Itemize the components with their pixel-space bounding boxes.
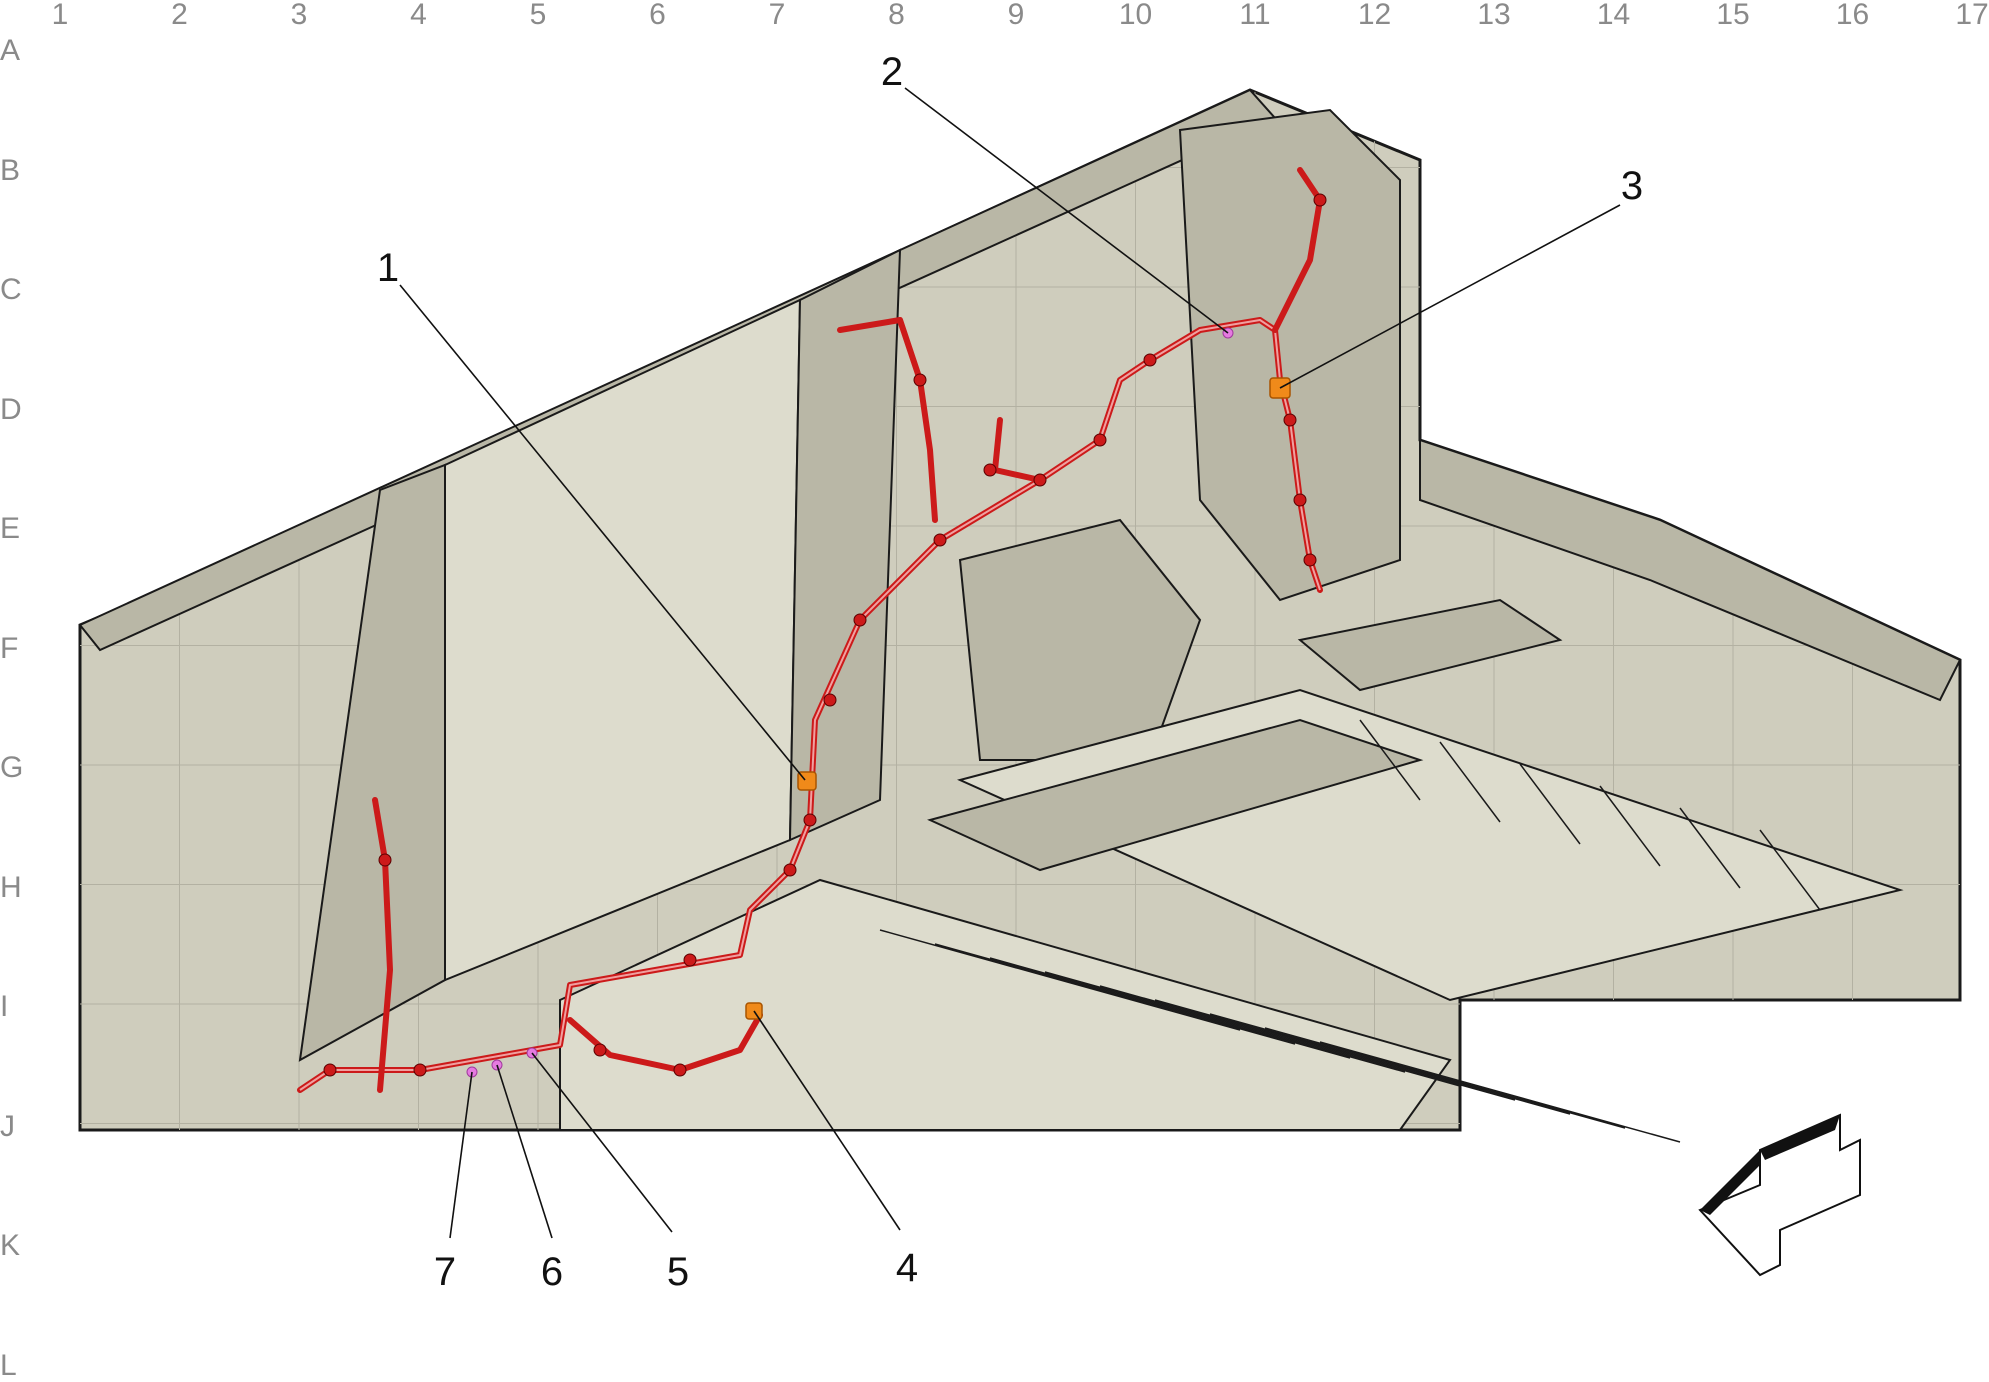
direction-arrow-icon <box>1698 1113 1861 1277</box>
harness-clip <box>1303 553 1317 567</box>
floor-rib <box>1759 829 1821 911</box>
harness-clip <box>1313 193 1327 207</box>
leader-4 <box>753 1010 901 1231</box>
column-label: 4 <box>410 0 427 31</box>
row-label: B <box>0 153 21 187</box>
callout-6: 6 <box>540 1250 564 1294</box>
column-label: 3 <box>290 0 308 31</box>
harness-clip <box>783 863 797 877</box>
column-label: 1 <box>51 0 69 31</box>
floor-rib <box>1209 1013 1571 1115</box>
rear-tower <box>1178 108 1401 602</box>
column-label: 17 <box>1955 0 1989 31</box>
column-label: 9 <box>1007 0 1025 31</box>
leader-2 <box>904 87 1229 334</box>
floor-rib <box>1099 985 1461 1087</box>
harness-clip <box>323 1063 337 1077</box>
cross-member <box>927 718 1424 872</box>
column-label: 5 <box>529 0 547 31</box>
leader-7 <box>449 1071 473 1239</box>
callout-3: 3 <box>1620 164 1644 208</box>
callout-5: 5 <box>666 1250 690 1294</box>
leader-lines <box>399 87 1621 1239</box>
floor-rib <box>1599 785 1661 867</box>
harness-clip <box>1283 413 1297 427</box>
floor-rib <box>1044 971 1406 1073</box>
harness-clips <box>323 193 1327 1077</box>
row-label: C <box>0 273 22 306</box>
column-label: 11 <box>1239 0 1271 31</box>
wiring-harness-diagram <box>78 87 1962 1277</box>
floor-ribs <box>879 719 1821 1143</box>
column-label: 2 <box>171 0 188 31</box>
column-label: 7 <box>768 0 786 31</box>
row-label: D <box>0 392 22 426</box>
row-label: A <box>0 34 21 67</box>
callout-1: 1 <box>376 246 400 290</box>
row-label: J <box>0 1109 15 1143</box>
leader-1 <box>399 284 806 781</box>
floor-rib <box>1679 807 1741 889</box>
harness-clip <box>853 613 867 627</box>
harness-clip <box>983 463 997 477</box>
floor-rib <box>1439 741 1501 823</box>
harness-clip <box>378 853 392 867</box>
column-label: 6 <box>649 0 666 31</box>
rear-cross-beam <box>1297 598 1563 692</box>
row-label: I <box>0 990 9 1023</box>
harness-clip <box>913 373 927 387</box>
front-floor <box>559 878 1452 1131</box>
leader-5 <box>531 1052 673 1233</box>
floor-rib <box>879 929 1241 1031</box>
row-label: G <box>0 751 24 784</box>
rear-wheelhouse <box>958 518 1202 761</box>
harness-clip <box>673 1063 687 1077</box>
harness-clip <box>683 953 697 967</box>
column-label: 8 <box>888 0 905 31</box>
floor-rib <box>1264 1027 1626 1129</box>
callout-2: 2 <box>880 50 904 94</box>
harness-clip <box>1093 433 1107 447</box>
callout-4: 4 <box>895 1246 919 1290</box>
column-label: 16 <box>1835 0 1870 31</box>
row-label: F <box>0 631 19 665</box>
floor-rib <box>934 943 1296 1045</box>
row-label: H <box>0 870 22 904</box>
row-label: K <box>0 1229 21 1262</box>
floor-rib <box>1519 763 1581 845</box>
column-label: 12 <box>1357 0 1392 31</box>
harness-clip <box>1033 473 1047 487</box>
harness-pillar-branch <box>372 797 393 1093</box>
floor-rib <box>989 957 1351 1059</box>
row-label: L <box>0 1348 17 1382</box>
harness-clip <box>933 533 947 547</box>
leader-6 <box>496 1064 553 1239</box>
column-label: 15 <box>1716 0 1750 31</box>
harness-clip <box>803 813 817 827</box>
harness-clip <box>413 1063 427 1077</box>
harness-clip <box>1293 493 1307 507</box>
row-label: E <box>0 512 21 545</box>
harness-rear-branch <box>1272 167 1323 333</box>
callout-7: 7 <box>433 1250 457 1294</box>
floor-rib <box>1154 999 1516 1101</box>
harness-clip <box>593 1043 607 1057</box>
trunk-side <box>1419 438 1962 702</box>
harness-clip <box>1143 353 1157 367</box>
column-label: 10 <box>1118 0 1153 31</box>
leader-3 <box>1279 204 1621 389</box>
a-pillar <box>298 463 446 1062</box>
b-pillar <box>788 248 902 842</box>
floor-rib <box>1359 719 1421 801</box>
harness-clip <box>823 693 837 707</box>
column-label: 14 <box>1596 0 1631 31</box>
floor-rib <box>1319 1041 1681 1143</box>
column-label: 13 <box>1477 0 1511 31</box>
